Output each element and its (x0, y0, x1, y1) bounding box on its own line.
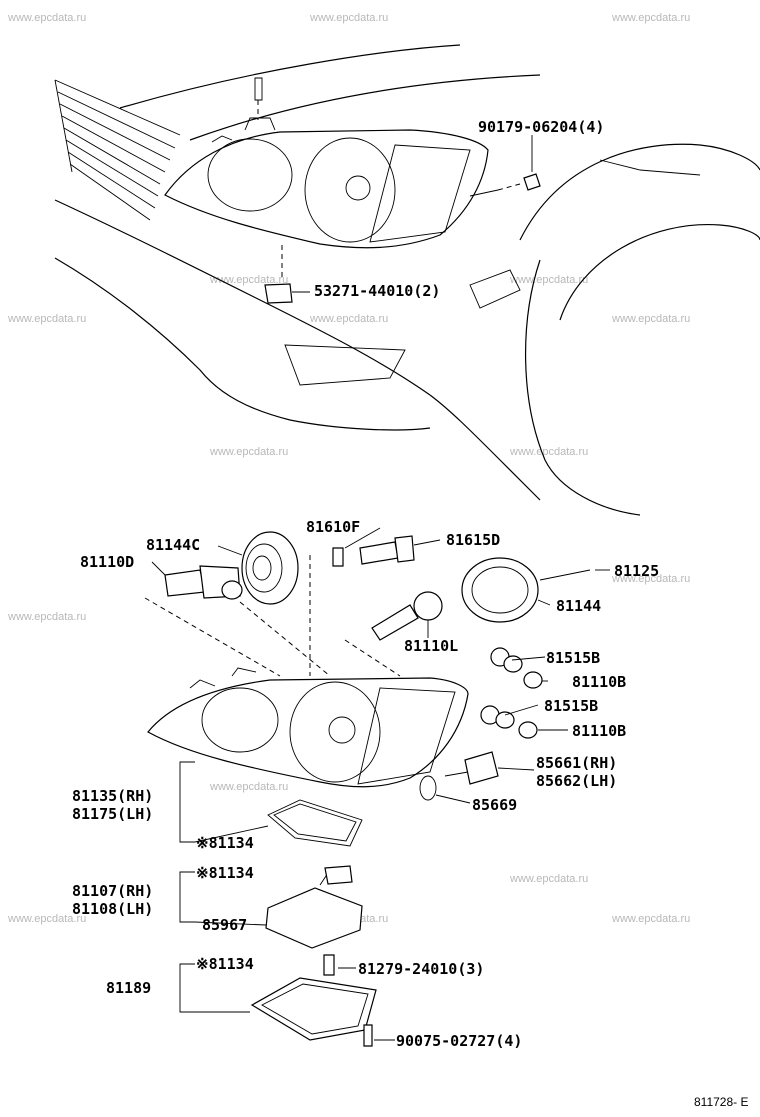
watermark: www.epcdata.ru (209, 446, 288, 458)
callout-81134-ballast: ※81134 (196, 864, 254, 882)
watermark: www.epcdata.ru (509, 873, 588, 885)
watermark: www.epcdata.ru (7, 913, 86, 925)
callout-81515b-upper: 81515B (546, 649, 600, 667)
callout-81189: 81189 (106, 979, 151, 997)
callout-81110l: 81110L (404, 637, 458, 655)
callout-81135: 81135(RH) (72, 787, 153, 805)
watermark: www.epcdata.ru (309, 313, 388, 325)
watermark: www.epcdata.ru (509, 446, 588, 458)
watermark: www.epcdata.ru (611, 913, 690, 925)
watermark: www.epcdata.ru (309, 12, 388, 24)
watermark: www.epcdata.ru (7, 313, 86, 325)
watermarks: www.epcdata.ru www.epcdata.ru www.epcdat… (7, 12, 690, 925)
callout-81144: 81144 (556, 597, 601, 615)
callout-81279: 81279-24010(3) (358, 960, 484, 978)
callout-85669: 85669 (472, 796, 517, 814)
headlamp-exploded-view (144, 527, 610, 1047)
watermark: www.epcdata.ru (7, 12, 86, 24)
vehicle-front-view (54, 44, 760, 516)
callout-81125: 81125 (614, 562, 659, 580)
callout-81110b-lower: 81110B (572, 722, 626, 740)
callout-81134-gasket: ※81134 (196, 834, 254, 852)
callout-81615d: 81615D (446, 531, 500, 549)
callout-81515b-lower: 81515B (544, 697, 598, 715)
callout-85661: 85661(RH) (536, 754, 617, 772)
callout-81134-cover: ※81134 (196, 955, 254, 973)
watermark: www.epcdata.ru (611, 573, 690, 585)
callout-85967: 85967 (202, 916, 247, 934)
callout-81108: 81108(LH) (72, 900, 153, 918)
callout-81110d: 81110D (80, 553, 134, 571)
callout-90179: 90179-06204(4) (478, 118, 604, 136)
callout-53271: 53271-44010(2) (314, 282, 440, 300)
watermark: www.epcdata.ru (7, 611, 86, 623)
watermark: www.epcdata.ru (209, 274, 288, 286)
watermark: www.epcdata.ru (611, 12, 690, 24)
callout-81110b-upper: 81110B (572, 673, 626, 691)
diagram-code: 811728- E (694, 1095, 749, 1109)
callout-81144c: 81144C (146, 536, 200, 554)
callout-81610f: 81610F (306, 518, 360, 536)
watermark: www.epcdata.ru (209, 781, 288, 793)
callout-85662: 85662(LH) (536, 772, 617, 790)
callout-90075: 90075-02727(4) (396, 1032, 522, 1050)
callout-81107: 81107(RH) (72, 882, 153, 900)
watermark: www.epcdata.ru (509, 274, 588, 286)
callout-81175: 81175(LH) (72, 805, 153, 823)
watermark: www.epcdata.ru (611, 313, 690, 325)
callouts: 90179-06204(4) 53271-44010(2) 81610F 811… (72, 118, 749, 1109)
